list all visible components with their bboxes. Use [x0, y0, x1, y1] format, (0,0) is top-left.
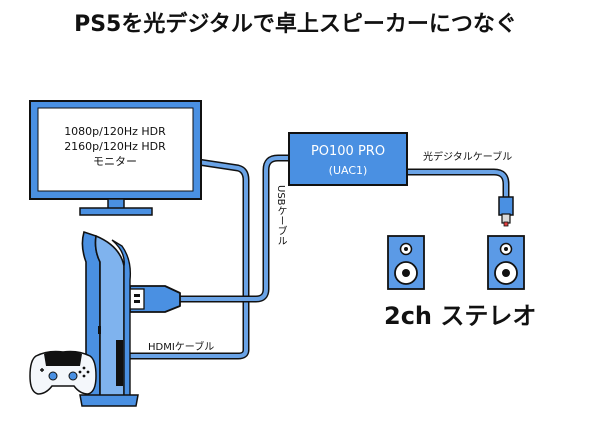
monitor-spec-line-1: 1080p/120Hz HDR: [64, 125, 166, 138]
optical-cable-label: 光デジタルケーブル: [423, 152, 513, 163]
optical-plug-icon: [498, 196, 514, 227]
usb-cable-label: USBケーブル: [275, 185, 286, 246]
hdmi-cable-label: HDMIケーブル: [148, 342, 215, 353]
monitor-spec-line-2: 2160p/120Hz HDR: [64, 140, 166, 153]
monitor-spec-line-3: モニター: [93, 155, 137, 168]
dac-box: [288, 132, 408, 186]
speaker-right-icon: [487, 235, 525, 290]
ps5-console-icon: [79, 230, 139, 407]
dac-model: (UAC1): [328, 164, 368, 177]
stereo-label: 2ch ステレオ: [384, 302, 537, 330]
monitor-icon: [29, 100, 202, 216]
hdmi-cable: [114, 156, 250, 360]
page-title: PS5を光デジタルで卓上スピーカーにつなぐ: [74, 12, 517, 37]
speaker-left-icon: [387, 235, 425, 290]
usb-plug-icon: [129, 285, 181, 313]
controller-icon: [29, 350, 97, 395]
dac-name: PO100 PRO: [310, 144, 386, 159]
optical-cable: [401, 168, 510, 202]
usb-cable: [176, 154, 294, 303]
monitor-spec-text: 1080p/120Hz HDR 2160p/120Hz HDR モニター: [40, 124, 190, 169]
